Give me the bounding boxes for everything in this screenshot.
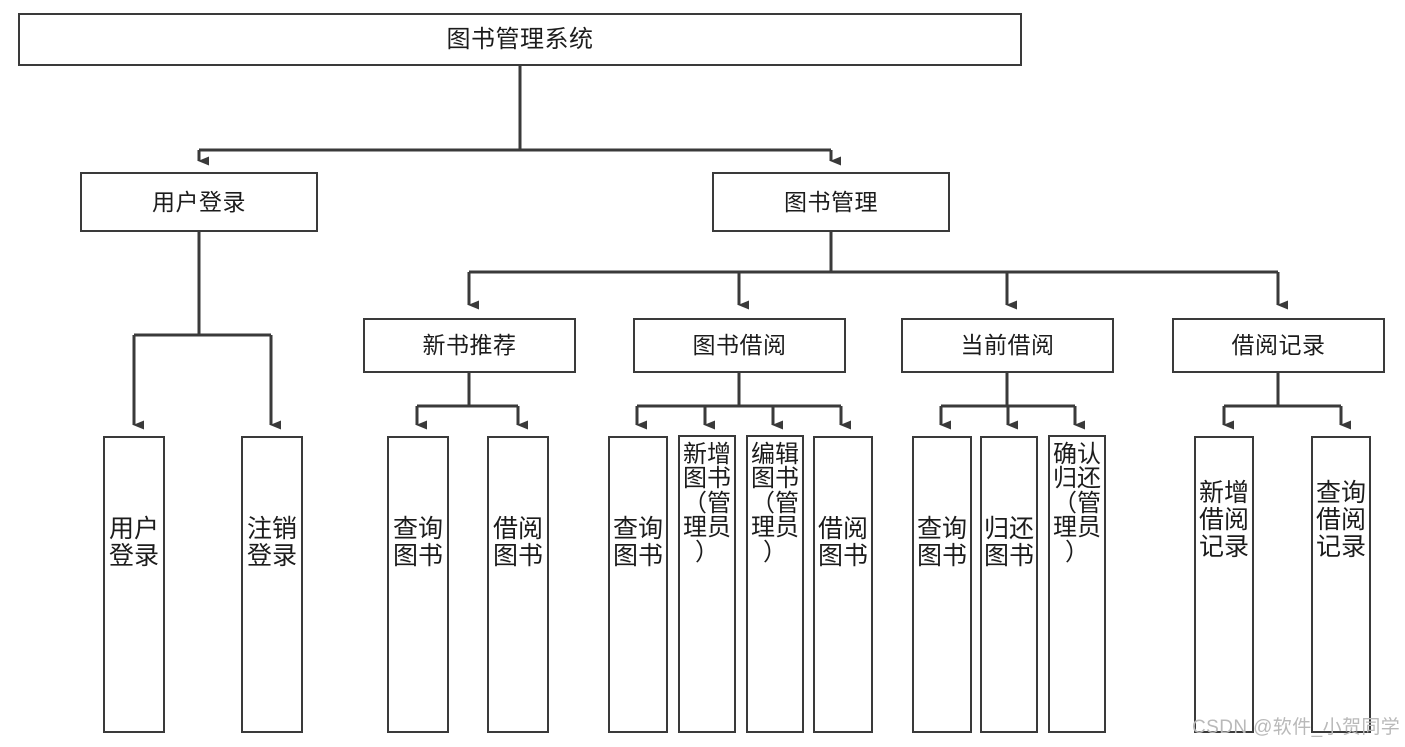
leaf-query-book-borrow[interactable]: 查询 图书 — [608, 436, 668, 733]
leaf-query-book-recommend[interactable]: 查询 图书 — [387, 436, 449, 733]
leaf-query-book-recommend-label: 查询 图书 — [392, 515, 443, 570]
leaf-query-borrow-record-label: 查询 借阅 记录 — [1315, 479, 1366, 561]
node-current-borrow-label: 当前借阅 — [960, 332, 1055, 359]
leaf-query-book-current-label: 查询 图书 — [916, 515, 967, 570]
leaf-return-book-label: 归还 图书 — [983, 515, 1034, 570]
leaf-user-login[interactable]: 用户 登录 — [103, 436, 165, 733]
leaf-borrow-book-borrow[interactable]: 借阅 图书 — [813, 436, 873, 733]
node-book-manage[interactable]: 图书管理 — [712, 172, 950, 232]
leaf-user-logout-label: 注销 登录 — [246, 515, 297, 570]
node-root-system-label: 图书管理系统 — [446, 25, 594, 53]
leaf-query-book-current[interactable]: 查询 图书 — [912, 436, 972, 733]
node-user-login-label: 用户登录 — [152, 188, 246, 215]
leaf-borrow-book-recommend[interactable]: 借阅 图书 — [487, 436, 549, 733]
leaf-add-book-admin[interactable]: 新增 图书 （管 理员 ） — [678, 435, 736, 733]
leaf-user-login-label: 用户 登录 — [108, 515, 159, 570]
node-user-login[interactable]: 用户登录 — [80, 172, 318, 232]
leaf-query-book-borrow-label: 查询 图书 — [612, 515, 663, 570]
node-root-system[interactable]: 图书管理系统 — [18, 13, 1022, 66]
node-book-borrow-label: 图书借阅 — [692, 332, 787, 359]
leaf-query-borrow-record[interactable]: 查询 借阅 记录 — [1311, 436, 1371, 733]
node-new-book-recommend[interactable]: 新书推荐 — [363, 318, 576, 373]
leaf-return-book[interactable]: 归还 图书 — [980, 436, 1038, 733]
node-borrow-record-label: 借阅记录 — [1231, 332, 1326, 359]
leaf-edit-book-admin[interactable]: 编辑 图书 （管 理员 ） — [746, 435, 804, 733]
leaf-add-borrow-record-label: 新增 借阅 记录 — [1198, 479, 1249, 561]
leaf-edit-book-admin-label: 编辑 图书 （管 理员 ） — [751, 441, 799, 566]
node-book-manage-label: 图书管理 — [784, 188, 878, 215]
leaf-add-borrow-record[interactable]: 新增 借阅 记录 — [1194, 436, 1254, 733]
leaf-borrow-book-recommend-label: 借阅 图书 — [492, 515, 543, 570]
leaf-confirm-return-admin[interactable]: 确认 归还 （管 理员 ） — [1048, 435, 1106, 733]
leaf-confirm-return-admin-label: 确认 归还 （管 理员 ） — [1053, 441, 1101, 566]
leaf-borrow-book-borrow-label: 借阅 图书 — [817, 515, 868, 570]
node-new-book-recommend-label: 新书推荐 — [422, 332, 517, 359]
leaf-add-book-admin-label: 新增 图书 （管 理员 ） — [683, 441, 731, 566]
leaf-user-logout[interactable]: 注销 登录 — [241, 436, 303, 733]
node-current-borrow[interactable]: 当前借阅 — [901, 318, 1114, 373]
csdn-watermark: CSDN @软件_小贺同学 — [1192, 717, 1401, 738]
node-borrow-record[interactable]: 借阅记录 — [1172, 318, 1385, 373]
node-book-borrow[interactable]: 图书借阅 — [633, 318, 846, 373]
